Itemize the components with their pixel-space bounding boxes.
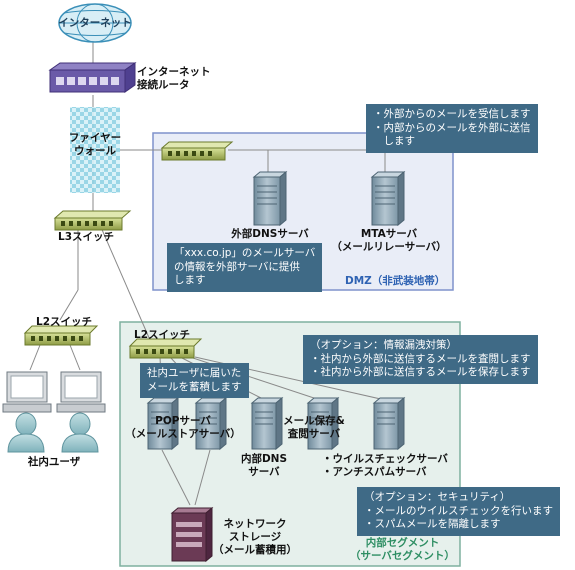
dns-callout: 「xxx.co.jp」のメールサーバ の情報を外部サーバに提供 します [167,243,323,292]
pop-callout: 社内ユーザに届いた メールを蓄積します [140,363,249,398]
archive-server-label: メール保存& 査閲サーバ [283,415,345,440]
pop-server-icon-1 [146,396,180,451]
firewall-label: ファイヤー ウォール [68,132,122,157]
l3-switch-icon [53,210,132,231]
network-storage-icon [170,506,214,563]
dns-server-icon [252,170,288,227]
firewall-icon [70,107,120,193]
user-person-icon-2 [61,412,99,453]
mta-label: MTAサーバ （メールリレーサーバ） [331,228,447,253]
internet-globe-icon [58,3,132,43]
router-icon [48,62,137,93]
internal-dns-server-icon [250,396,284,451]
user-pc-icon-2 [56,371,106,413]
dmz-dns-label: 外部DNSサーバ [231,228,309,240]
users-label: 社内ユーザ [27,456,81,468]
internal-zone-label: 内部セグメント （サーバセグメント） [350,537,455,562]
user-person-icon-1 [7,412,45,453]
l2-switch-internal-icon [128,338,203,359]
l2-switch-left-label: L2スイッチ [36,316,92,328]
security-callout: （オプション：セキュリティ） ・メールのウイルスチェックを行います ・スパムメー… [357,487,560,536]
internal-dns-label: 内部DNS サーバ [240,453,288,478]
router-label: インターネット 接続ルータ [137,66,211,91]
l2-switch-left-icon [23,325,99,346]
virus-server-label: ・ウイルスチェックサーバ ・アンチスパムサーバ [322,453,448,478]
virus-check-server-icon [372,396,406,451]
mta-server-icon [370,170,406,227]
l2-switch-internal-label: L2スイッチ [134,329,190,341]
mta-callout: ・外部からのメールを受信します ・内部からのメールを外部に送信 します [366,104,538,153]
dmz-zone-label: DMZ（非武装地帯） [345,275,446,287]
storage-label: ネットワーク ストレージ （メール蓄積用） [213,518,297,556]
dmz-switch-icon [160,141,234,161]
internet-label: インターネット [58,17,132,29]
archive-server-icon [306,396,340,451]
archive-callout: （オプション：情報漏洩対策） ・社内から外部に送信するメールを査閲します ・社内… [303,335,538,384]
user-pc-icon-1 [2,371,52,413]
l3-switch-label: L3スイッチ [58,231,114,243]
pop-server-icon-2 [194,396,228,451]
pop-server-label: POPサーバ （メールストアサーバ） [125,415,241,440]
